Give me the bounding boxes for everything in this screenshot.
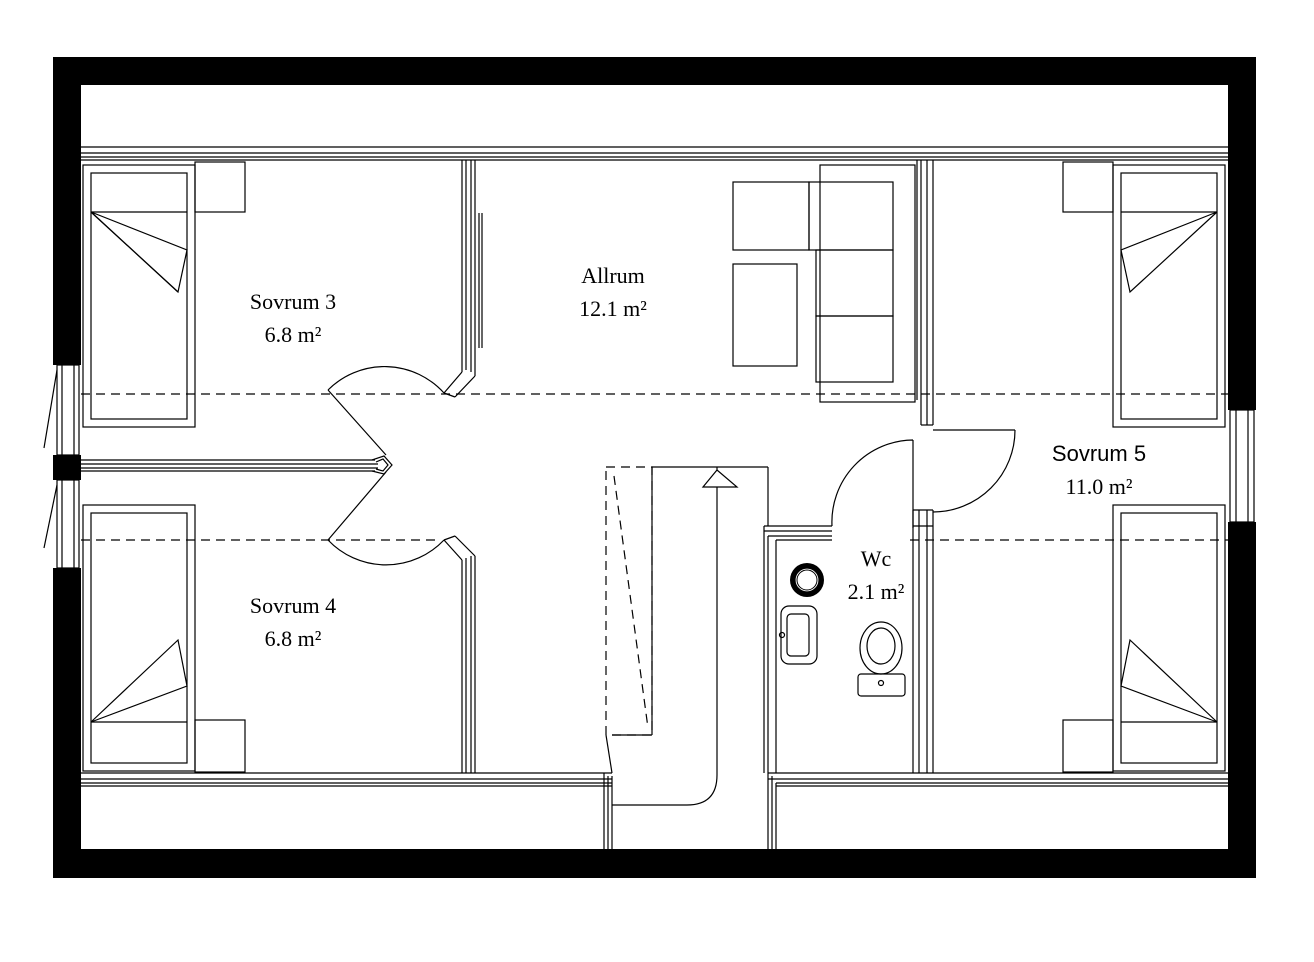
- doors: [327, 365, 1016, 566]
- washbasin: [780, 605, 818, 665]
- door-sovrum5: [932, 429, 1016, 513]
- wc-fixtures: [778, 563, 906, 697]
- interior-walls: [81, 160, 934, 773]
- roof-slope-lines: [81, 393, 1228, 541]
- sofa-set: [732, 164, 916, 403]
- room-area-allrum: 12.1 m²: [579, 296, 647, 321]
- room-name-allrum: Allrum: [581, 263, 645, 288]
- bed-sovrum5-bottom: [1062, 504, 1226, 773]
- bed-sovrum3: [82, 161, 246, 428]
- room-name-wc: Wc: [861, 546, 892, 571]
- bed-sovrum5-top: [1062, 161, 1226, 428]
- room-name-sovrum4: Sovrum 4: [250, 593, 336, 618]
- door-wc: [831, 439, 914, 528]
- room-area-wc: 2.1 m²: [848, 579, 905, 604]
- exterior-walls: [53, 57, 1256, 878]
- room-area-sovrum3: 6.8 m²: [265, 322, 322, 347]
- room-area-sovrum4: 6.8 m²: [265, 626, 322, 651]
- room-labels: Sovrum 3 6.8 m² Allrum 12.1 m² Sovrum 5 …: [250, 263, 1146, 651]
- door-sovrum3: [327, 365, 445, 456]
- windows: [43, 364, 1255, 569]
- room-area-sovrum5: 11.0 m²: [1066, 474, 1133, 499]
- room-name-sovrum5: Sovrum 5: [1052, 441, 1146, 466]
- bed-sovrum4: [82, 504, 246, 773]
- knee-walls: [81, 146, 1228, 849]
- staircase: [605, 466, 769, 806]
- coffee-table: [732, 263, 798, 367]
- room-name-sovrum3: Sovrum 3: [250, 289, 336, 314]
- beds: [82, 161, 1226, 773]
- door-sovrum4: [327, 471, 445, 566]
- toilet: [859, 621, 903, 675]
